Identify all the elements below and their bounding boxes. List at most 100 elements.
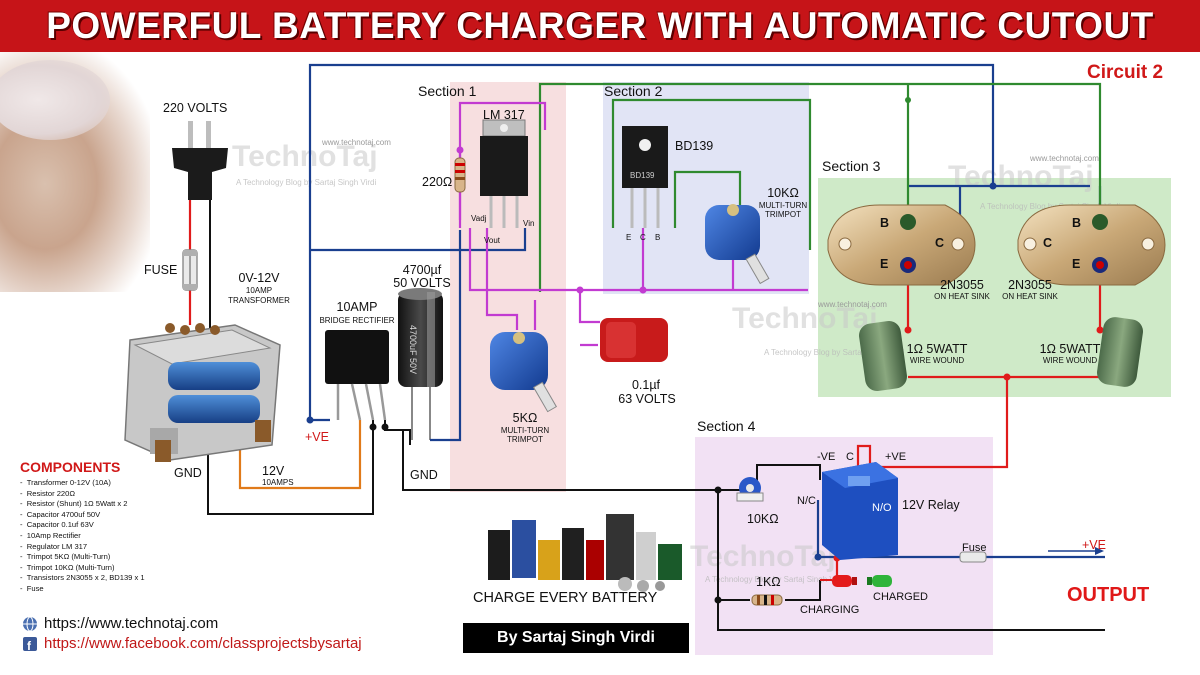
output-label: OUTPUT [1067,584,1150,606]
component-item: - Fuse [20,583,44,593]
turban-shape [0,60,110,140]
battery-collection-icon [488,514,682,592]
resistor-1k-label: 1KΩ [756,575,781,589]
green-wires [538,82,1102,292]
transformer-icon [124,323,281,462]
lm317-label: LM 317 [483,108,525,122]
watermark-tagline-3: A Technology Blog by Sartaj Singh Virdi [764,348,905,357]
title-banner: POWERFUL BATTERY CHARGER WITH AUTOMATIC … [0,0,1200,52]
cap-4700-label-1: 4700µf [402,263,442,277]
bd139-label: BD139 [675,139,714,153]
relay-nc-label: N/C [797,495,816,507]
pin-vout-label: Vout [484,236,501,245]
svg-text:4700uF 50V: 4700uF 50V [408,325,418,374]
component-item: - 10Amp Rectifier [20,530,81,540]
watermark-url-2: www.technotaj.com [1030,154,1099,163]
orange-wires [238,420,362,490]
watermark-tagline-1: A Technology Blog by Sartaj Singh Virdi [236,178,377,187]
section-3-label: Section 3 [822,158,881,174]
black-wires [207,125,1105,631]
trimpot-5k-icon [490,332,558,413]
cap-01uf-label-2: 63 VOLTS [618,392,676,406]
plug-icon [172,121,228,200]
facebook-link-row[interactable]: https://www.facebook.com/classprojectsby… [44,635,362,652]
component-item: - Capacitor 4700uf 50V [20,509,101,519]
trimpot-small-icon [736,477,764,502]
left-collector-pin: C [935,236,945,250]
trimpot-10k-label-2: MULTI-TURN [758,201,808,210]
website-link-row[interactable]: https://www.technotaj.com [44,615,218,632]
resistor-wirewound-right-icon [1097,317,1143,387]
right-emitter-pin: E [1072,257,1081,271]
resistor-wirewound-left-icon [859,320,907,392]
trimpot-5k-label-2: MULTI-TURN [500,426,550,435]
trimpot-10k-label-3: TRIMPOT [765,210,801,219]
bridge-label-2: BRIDGE RECTIFIER [319,316,395,325]
magenta-junctions [456,146,647,294]
output-positive-label: +VE [1082,538,1106,552]
positive-label: +VE [305,430,329,444]
fuse-icon [182,249,198,291]
twelve-volt-label: 12V [262,464,285,478]
svg-text:f: f [27,639,32,653]
fuse-input-label: FUSE [144,263,178,277]
svg-text:BD139: BD139 [630,171,655,180]
regulator-icon [480,119,528,228]
trimpot-10k-label-1: 10KΩ [767,186,799,200]
component-item: - Transformer 0-12V (10A) [20,478,111,487]
section-4-label: Section 4 [697,418,756,434]
pin-vadj-label: Vadj [471,214,487,223]
watermark-tagline-2: A Technology Blog by Sartaj Singh Virdi [980,202,1121,211]
watermark-url-3: www.technotaj.com [818,300,887,309]
charged-label: CHARGED [873,591,929,603]
fuse-output-label: Fuse [962,542,987,554]
bd139-pin-e: E [626,233,632,242]
bd139-pin-c: C [640,233,646,242]
page-title: POWERFUL BATTERY CHARGER WITH AUTOMATIC … [46,5,1154,46]
left-emitter-pin: E [880,257,889,271]
transistor-right-sub: ON HEAT SINK [1002,292,1058,301]
resistor-220-icon [454,157,466,193]
relay-c-label: C [846,451,854,463]
transformer-label-3: TRANSFORMER [228,296,290,305]
ten-amps-label: 10AMPS [262,478,294,487]
led-red-icon [832,575,857,587]
cap-01uf-label-1: 0.1µf [631,378,661,392]
bd139-pin-b: B [655,233,661,242]
transistor-left-label: 2N3055 [940,278,984,292]
gnd-left-label: GND [174,466,202,480]
output-arrow-icon [1048,547,1104,555]
voltage-220-label: 220 VOLTS [163,101,228,115]
component-item: - Capacitor 0.1uf 63V [20,520,94,530]
shunt-left-label: 1Ω 5WATT [906,342,968,356]
component-item: - Regulator LM 317 [20,541,88,551]
website-link[interactable]: https://www.technotaj.com [44,615,219,632]
shunt-right-label: 1Ω 5WATT [1039,342,1101,356]
relay-pos-label: +VE [885,451,907,463]
relay-icon [822,462,898,560]
relay-label: 12V Relay [902,498,960,512]
watermark-brand-4: TechnoTaj [690,540,836,573]
trimpot-10k-icon [705,204,770,285]
watermark-url-1: www.technotaj.com [322,138,391,147]
shunt-left-sub: WIRE WOUND [909,356,965,365]
transistor-2n3055-right-icon [1017,204,1166,286]
bridge-label-1: 10AMP [336,300,378,314]
facebook-link[interactable]: https://www.facebook.com/classprojectsby… [44,635,362,652]
transformer-label-2: 10AMP [245,286,273,295]
trimpot-5k-label-1: 5KΩ [512,411,538,425]
led-green-icon [867,575,892,587]
globe-icon [23,616,37,632]
pot-10k-label: 10KΩ [747,512,779,526]
charge-every-battery-label: CHARGE EVERY BATTERY [473,590,658,606]
left-base-pin: B [880,216,890,230]
green-junctions [905,97,911,103]
right-base-pin: B [1072,216,1082,230]
author-badge: By Sartaj Singh Virdi [463,623,689,653]
resistor-1k-icon [751,594,783,606]
capacitor-01uf-icon [600,318,668,362]
gnd-mid-label: GND [410,468,438,482]
bridge-rectifier-icon [325,330,389,421]
